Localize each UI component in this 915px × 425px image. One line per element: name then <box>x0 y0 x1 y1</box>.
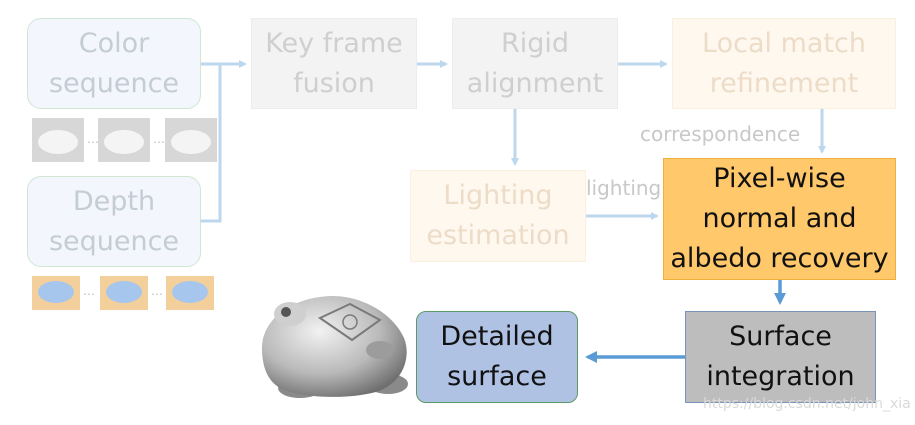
pixel-wise-recovery-box: Pixel-wise normal and albedo recovery <box>663 158 896 280</box>
local-match-refinement-box: Local match refinement <box>672 18 896 109</box>
key-frame-fusion-box: Key frame fusion <box>251 18 417 109</box>
lighting-estimation-box: Lighting estimation <box>410 170 586 262</box>
svg-text:…: … <box>153 132 165 146</box>
lighting-label: lighting <box>586 176 662 200</box>
correspondence-label: correspondence <box>640 122 801 146</box>
color-sequence-box: Color sequence <box>27 18 201 109</box>
watermark-text: https://blog.csdn.net/john_xia <box>703 396 911 412</box>
detailed-surface-box: Detailed surface <box>416 311 578 403</box>
rigid-alignment-box: Rigid alignment <box>452 18 618 109</box>
surface-integration-box: Surface integration <box>685 311 876 403</box>
svg-text:…: … <box>151 284 163 298</box>
svg-text:…: … <box>83 284 95 298</box>
depth-thumbnails: … … <box>32 276 214 310</box>
color-thumbnails: … … <box>32 118 217 162</box>
arrow-depth-to-fusion <box>201 64 222 223</box>
depth-sequence-box: Depth sequence <box>27 176 201 267</box>
svg-text:…: … <box>87 132 99 146</box>
